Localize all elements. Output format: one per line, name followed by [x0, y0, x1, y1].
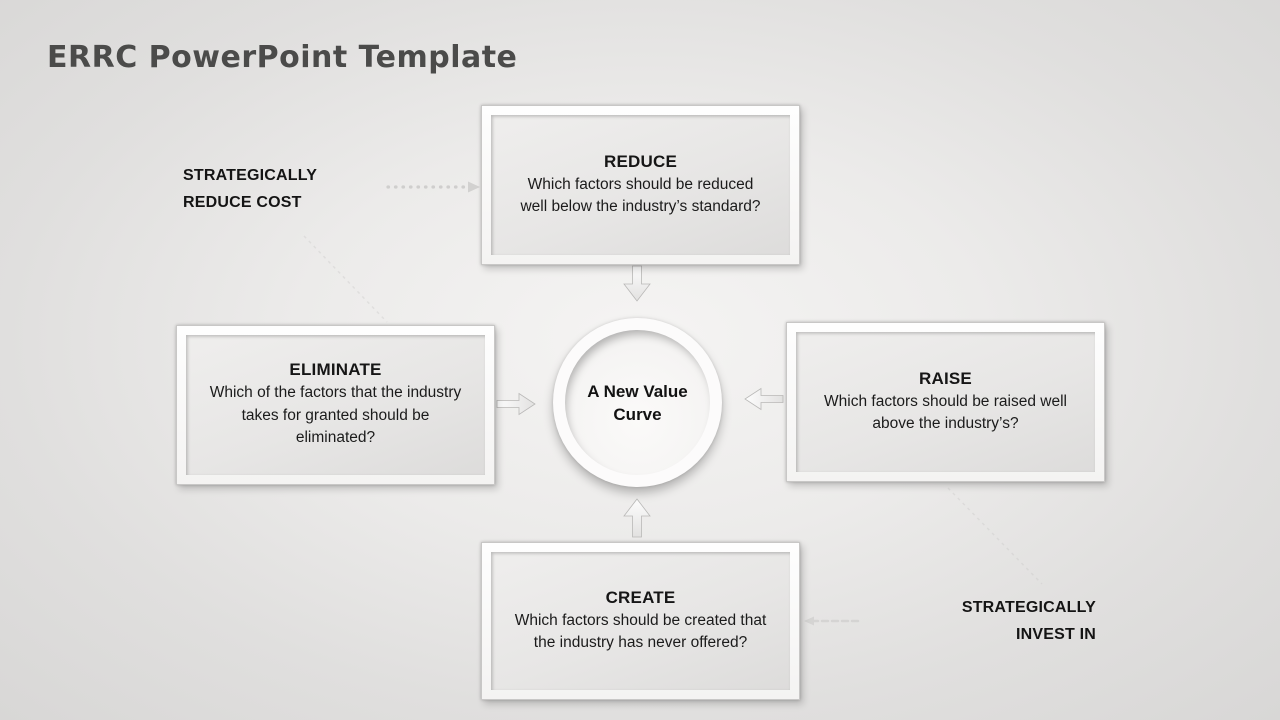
box-eliminate-question: Which of the factors that the industry t…	[209, 384, 462, 447]
box-eliminate-panel: ELIMINATE Which of the factors that the …	[186, 335, 485, 475]
box-raise: RAISE Which factors should be raised wel…	[786, 322, 1105, 482]
dotted-arrow-left-icon	[804, 616, 860, 626]
arrow-left-icon	[744, 387, 784, 411]
box-eliminate-heading: ELIMINATE	[289, 360, 382, 380]
box-reduce-question: Which factors should be reduced well bel…	[520, 175, 761, 216]
center-circle-face: A New Value Curve	[565, 330, 710, 475]
center-circle: A New Value Curve	[553, 318, 722, 487]
page-title: ERRC PowerPoint Template	[47, 40, 518, 75]
box-reduce: REDUCE Which factors should be reduced w…	[481, 105, 800, 265]
dotted-arrow-right-icon	[386, 181, 480, 193]
box-create-heading: CREATE	[605, 587, 676, 607]
box-reduce-panel: REDUCE Which factors should be reduced w…	[491, 115, 790, 255]
box-create-question: Which factors should be created that the…	[514, 611, 767, 652]
label-strategically-invest-in: STRATEGICALLY INVEST IN	[910, 594, 1096, 648]
label-line: STRATEGICALLY	[961, 599, 1096, 616]
box-raise-question: Which factors should be raised well abov…	[824, 392, 1067, 433]
box-create: CREATE Which factors should be created t…	[481, 542, 800, 700]
label-line: STRATEGICALLY	[183, 167, 318, 184]
box-reduce-heading: REDUCE	[604, 151, 677, 171]
box-eliminate: ELIMINATE Which of the factors that the …	[176, 325, 495, 485]
diagonal-guide-line	[303, 235, 388, 323]
label-line: INVEST IN	[1015, 626, 1096, 643]
arrow-up-icon	[623, 498, 651, 538]
box-raise-panel: RAISE Which factors should be raised wel…	[796, 332, 1095, 472]
center-circle-label: A New Value Curve	[587, 381, 688, 424]
label-line: REDUCE COST	[183, 194, 302, 211]
arrow-down-icon	[623, 265, 651, 302]
label-strategically-reduce-cost: STRATEGICALLY REDUCE COST	[183, 162, 317, 216]
box-raise-heading: RAISE	[919, 368, 972, 388]
diagonal-guide-line	[947, 487, 1043, 585]
arrow-right-icon	[496, 392, 536, 416]
box-create-panel: CREATE Which factors should be created t…	[491, 552, 790, 690]
